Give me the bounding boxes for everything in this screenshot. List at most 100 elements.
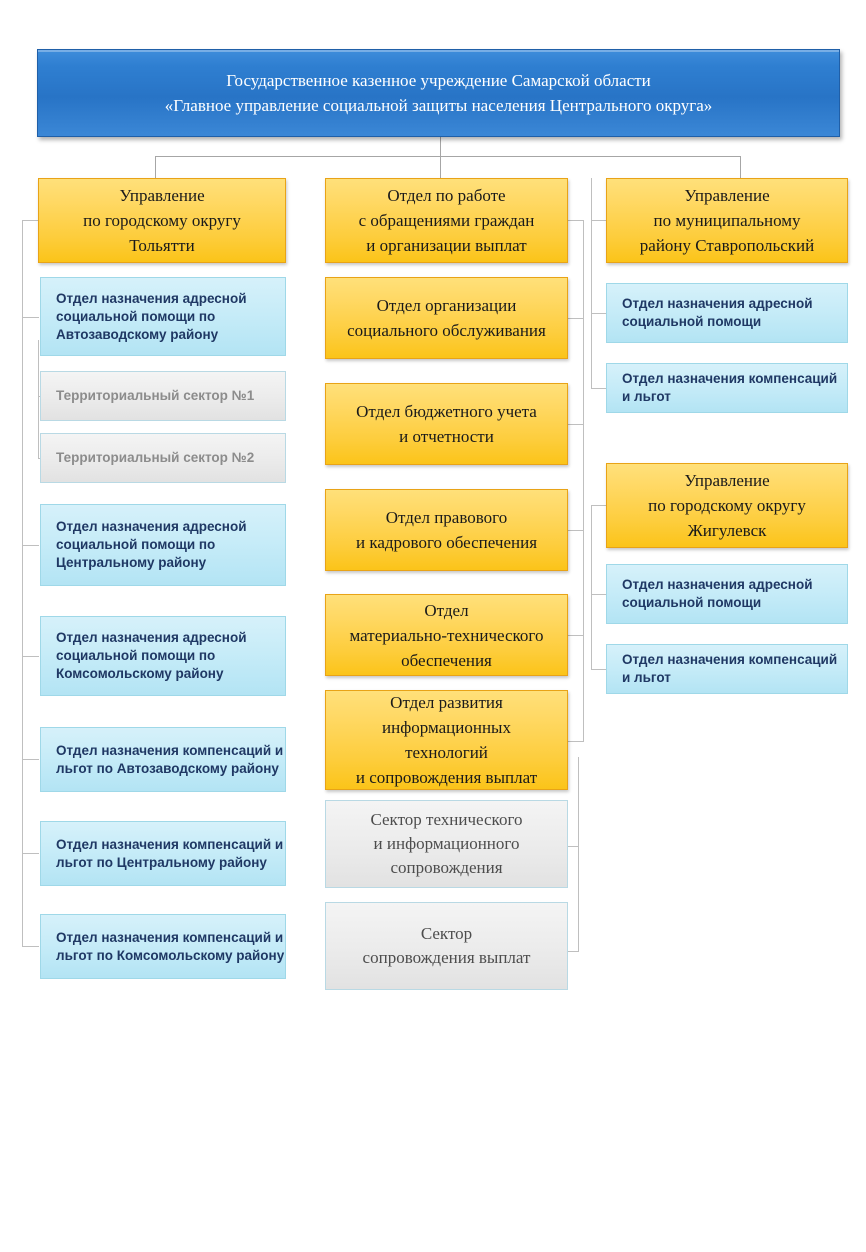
label-line-3: обеспечения: [401, 650, 492, 670]
connector-drop-right: [740, 156, 741, 178]
node-label: Отдел правового и кадрового обеспечения: [326, 505, 567, 555]
node-label: Отдел назначения компенсаций и льгот по …: [56, 929, 285, 963]
connector-middle-item-3: [568, 530, 584, 531]
connector-left-child-1: [22, 317, 39, 318]
node-label: Управление по муниципальному району Став…: [607, 183, 847, 258]
node-label: Территориальный сектор №1: [56, 388, 255, 403]
connector-left-child-6: [22, 759, 39, 760]
node-left-child-5[interactable]: Отдел назначения адресной социальной пом…: [40, 616, 286, 696]
root-title-line1: Государственное казенное учреждение Сама…: [226, 71, 651, 90]
label-line-1: Отдел по работе: [387, 186, 506, 205]
node-left-child-6[interactable]: Отдел назначения компенсаций и льгот по …: [40, 727, 286, 792]
connector-middle-sub-2: [568, 951, 579, 952]
connector-middle-subspine: [578, 757, 579, 951]
connector-right-head-1: [591, 220, 606, 221]
label-line-2: сопровождения выплат: [362, 948, 531, 967]
label-line-1: Отдел: [424, 600, 469, 620]
label-line-2: по муниципальному: [653, 211, 801, 230]
node-middle-item-4[interactable]: Отдел материально-технического обеспечен…: [325, 594, 568, 676]
node-left-child-7[interactable]: Отдел назначения компенсаций и льгот по …: [40, 821, 286, 886]
node-left-child-4[interactable]: Отдел назначения адресной социальной пом…: [40, 504, 286, 586]
label-line-1: Отдел бюджетного учета: [356, 402, 537, 421]
connector-left-subspine: [38, 340, 39, 458]
label-line-2: и информационного: [373, 834, 520, 853]
node-left-sector-2[interactable]: Территориальный сектор №2: [40, 433, 286, 483]
node-label: Отдел назначения адресной социальной пом…: [622, 577, 813, 610]
label-line-2: с обращениями граждан: [358, 211, 535, 230]
node-middle-sector-1[interactable]: Сектор технического и информационного со…: [325, 800, 568, 888]
connector-right-spine-1: [591, 220, 592, 388]
connector-right-g1-c2: [591, 388, 606, 389]
label-line-2: материально-технического: [349, 625, 544, 645]
root-title-line2: «Главное управление социальной защиты на…: [164, 96, 713, 115]
node-label: Отдел материально-технического обеспечен…: [326, 598, 567, 673]
node-right-g1-child-2[interactable]: Отдел назначения компенсаций и льгот: [606, 363, 848, 413]
connector-middle-spine: [583, 220, 584, 741]
node-upravlenie-zhigulevsk[interactable]: Управление по городскому округу Жигулевс…: [606, 463, 848, 548]
connector-drop-middle: [440, 156, 441, 178]
node-label: Отдел назначения адресной социальной пом…: [56, 519, 247, 570]
node-label: Отдел назначения компенсаций и льгот по …: [56, 742, 284, 776]
node-right-g1-child-1[interactable]: Отдел назначения адресной социальной пом…: [606, 283, 848, 343]
label-line-2: по городскому округу: [83, 211, 241, 230]
node-upravlenie-stavropolskiy[interactable]: Управление по муниципальному району Став…: [606, 178, 848, 263]
node-otdel-obrashcheniya[interactable]: Отдел по работе с обращениями граждан и …: [325, 178, 568, 263]
root-node[interactable]: Государственное казенное учреждение Сама…: [37, 49, 840, 137]
node-left-sector-1[interactable]: Территориальный сектор №1: [40, 371, 286, 421]
label-line-3: сопровождения: [390, 858, 503, 877]
connector-drop-left: [155, 156, 156, 178]
label-line-3: Тольятти: [129, 236, 195, 255]
connector-middle-item-2: [568, 424, 584, 425]
node-label: Отдел развития информационных технологий…: [326, 691, 567, 789]
node-label: Отдел назначения адресной социальной пом…: [622, 296, 813, 329]
node-label: Управление по городскому округу Тольятти: [39, 183, 285, 258]
connector-right-head-2: [591, 505, 606, 506]
connector-right-g2-c2: [591, 669, 606, 670]
label-line-1: Управление: [684, 186, 770, 205]
node-upravlenie-tolyatti[interactable]: Управление по городскому округу Тольятти: [38, 178, 286, 263]
label-line-1: Отдел развития: [390, 693, 503, 712]
label-line-1: Управление: [119, 186, 205, 205]
connector-middle-item-1: [568, 318, 584, 319]
label-line-3: Жигулевск: [687, 521, 767, 540]
node-label: Управление по городскому округу Жигулевс…: [607, 468, 847, 543]
node-label: Отдел по работе с обращениями граждан и …: [326, 183, 567, 258]
root-title: Государственное казенное учреждение Сама…: [38, 68, 839, 118]
label-line-2: и отчетности: [399, 427, 494, 446]
connector-right-feed: [591, 178, 592, 220]
label-line-1: Отдел организации: [376, 296, 517, 315]
node-left-child-8[interactable]: Отдел назначения компенсаций и льгот по …: [40, 914, 286, 979]
connector-right-g2-c1: [591, 594, 606, 595]
connector-main-bus: [155, 156, 741, 157]
node-right-g2-child-1[interactable]: Отдел назначения адресной социальной пом…: [606, 564, 848, 624]
node-middle-sector-2[interactable]: Сектор сопровождения выплат: [325, 902, 568, 990]
connector-left-child-7: [22, 853, 39, 854]
connector-middle-item-4: [568, 635, 584, 636]
connector-middle-sub-1: [568, 846, 579, 847]
node-middle-item-1[interactable]: Отдел организации социального обслуживан…: [325, 277, 568, 359]
node-label: Отдел назначения компенсаций и льгот: [622, 652, 838, 685]
node-label: Отдел назначения компенсаций и льгот по …: [56, 836, 284, 870]
label-line-1: Отдел правового: [385, 508, 508, 527]
node-label: Отдел назначения компенсаций и льгот: [622, 371, 838, 404]
label-line-2: социального обслуживания: [347, 321, 546, 340]
label-line-1: Управление: [684, 471, 770, 490]
node-left-child-1[interactable]: Отдел назначения адресной социальной пом…: [40, 277, 286, 356]
label-line-3: и организации выплат: [366, 236, 527, 255]
node-label: Территориальный сектор №2: [56, 450, 255, 465]
node-middle-item-2[interactable]: Отдел бюджетного учета и отчетности: [325, 383, 568, 465]
node-middle-item-5[interactable]: Отдел развития информационных технологий…: [325, 690, 568, 790]
connector-left-child-5: [22, 656, 39, 657]
label-line-2: по городскому округу: [648, 496, 806, 515]
node-middle-item-3[interactable]: Отдел правового и кадрового обеспечения: [325, 489, 568, 571]
node-right-g2-child-2[interactable]: Отдел назначения компенсаций и льгот: [606, 644, 848, 694]
connector-middle-item-5: [568, 741, 584, 742]
node-label: Отдел назначения адресной социальной пом…: [56, 630, 247, 681]
node-label: Отдел организации социального обслуживан…: [326, 293, 567, 343]
label-line-2: информационных: [382, 718, 511, 737]
connector-left-head: [22, 220, 39, 221]
node-label: Сектор сопровождения выплат: [334, 922, 559, 970]
connector-middle-head: [568, 220, 584, 221]
label-line-1: Сектор технического: [370, 810, 523, 829]
